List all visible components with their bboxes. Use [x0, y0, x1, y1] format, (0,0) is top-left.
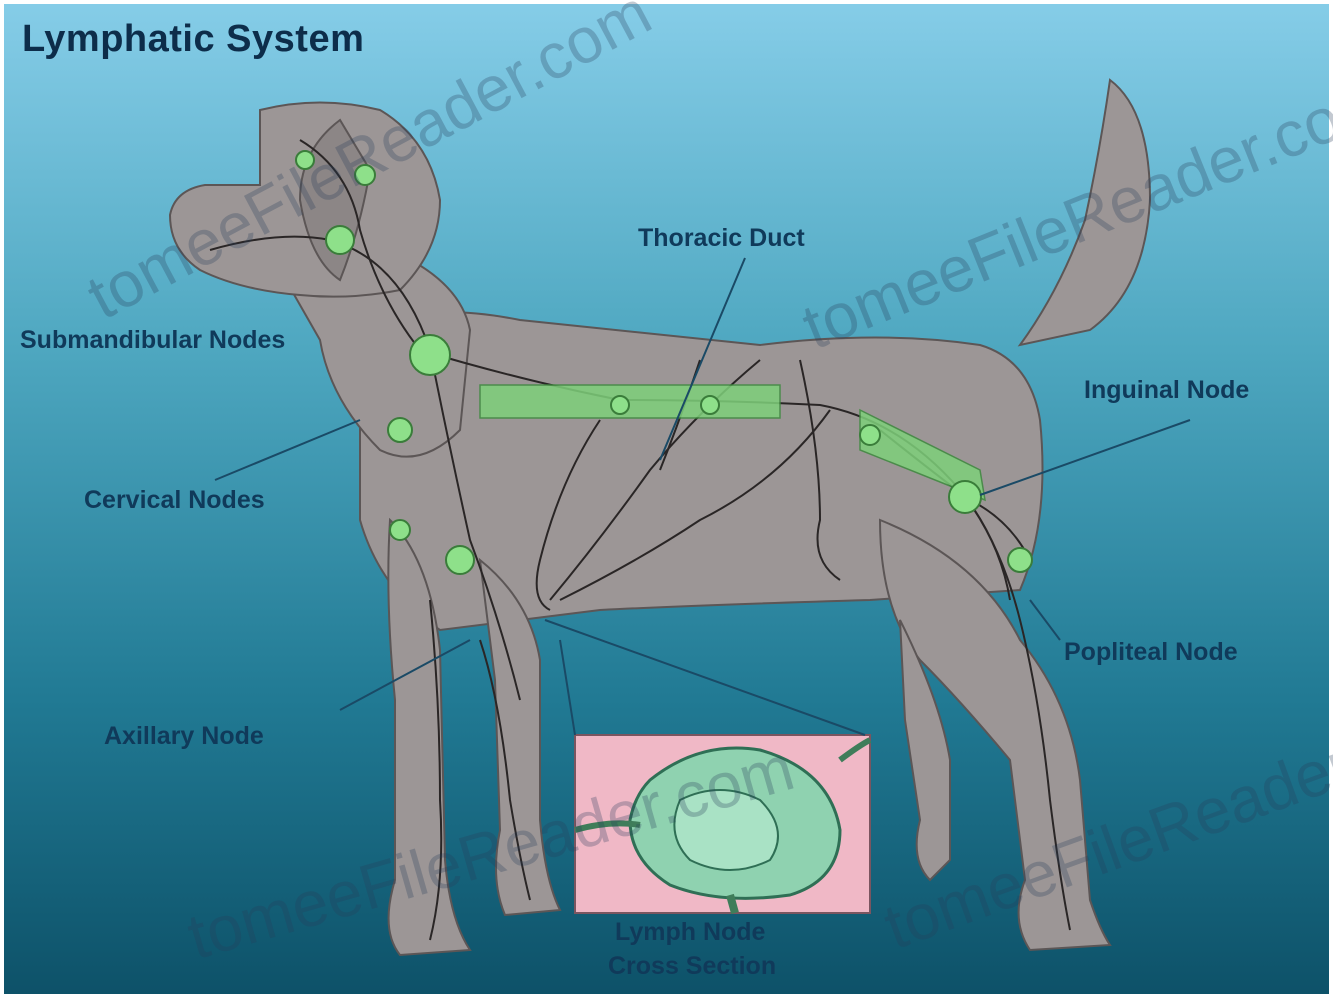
- label-submandibular-nodes: Submandibular Nodes: [20, 326, 285, 355]
- label-cross-section: Cross Section: [608, 952, 776, 981]
- label-inguinal-node: Inguinal Node: [1084, 376, 1249, 405]
- diagram-title: Lymphatic System: [22, 18, 364, 61]
- label-thoracic-duct: Thoracic Duct: [638, 224, 805, 253]
- label-axillary-node: Axillary Node: [104, 722, 264, 751]
- label-popliteal-node: Popliteal Node: [1064, 638, 1238, 667]
- label-cervical-nodes: Cervical Nodes: [84, 486, 265, 515]
- label-lymph-node: Lymph Node: [615, 918, 765, 947]
